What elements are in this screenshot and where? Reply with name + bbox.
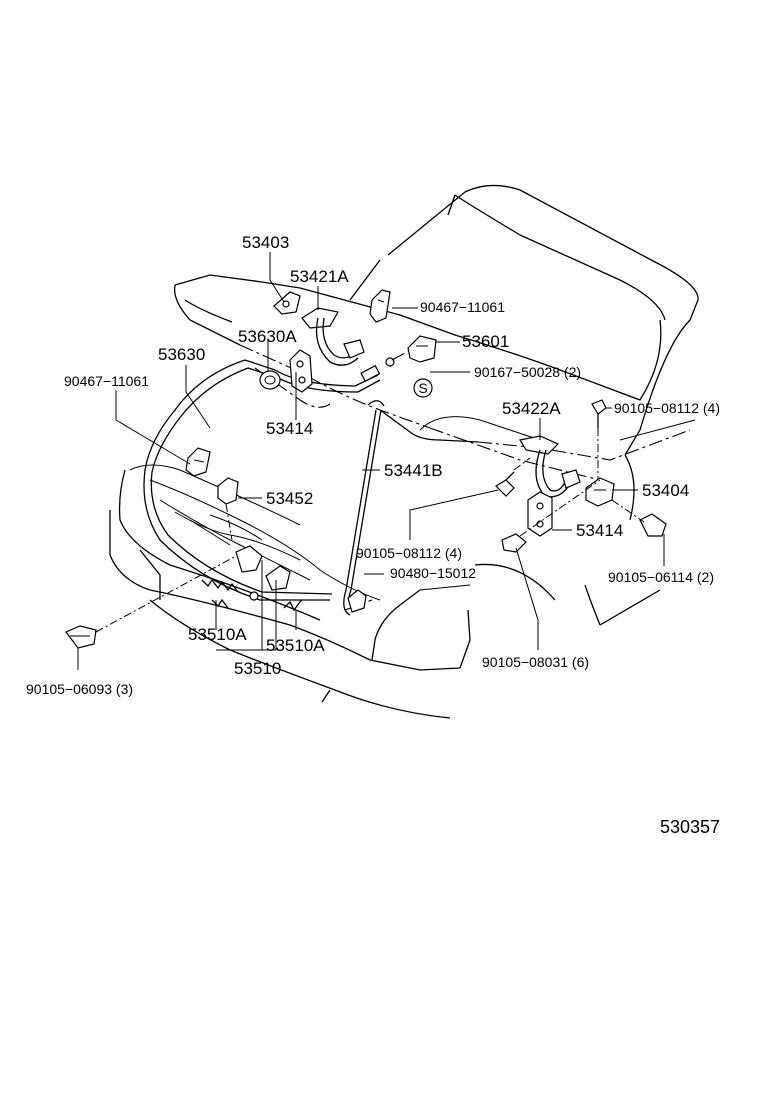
washer-mark: S [418,380,427,396]
label-53510A-left: 53510A [188,625,247,644]
label-90105-06093: 90105−06093 (3) [26,681,133,697]
diagram-reference-number: 530357 [660,817,720,837]
label-90467-11061-left: 90467−11061 [64,373,149,389]
bolt-90105-08112-top [591,399,607,428]
bolt-90105-06114 [639,513,667,537]
part-53422A-hood-hinge [519,435,581,498]
bolt-90105-08112-mid [495,471,515,497]
label-53630: 53630 [158,345,205,364]
part-53601-hood-cushion [407,335,437,363]
bolt-90105-06093 [65,625,97,649]
label-53510: 53510 [234,659,281,678]
label-90105-08112-mid: 90105−08112 (4) [356,545,462,561]
label-53404: 53404 [642,481,689,500]
part-90467-11061-clip-left [185,447,211,477]
part-53403-hood-lock [273,291,301,315]
label-53414-right: 53414 [576,521,623,540]
label-90167-50028: 90167−50028 (2) [474,364,581,380]
label-90480-15012: 90480−15012 [390,565,476,581]
label-90467-11061-top: 90467−11061 [420,299,505,315]
part-53404-bracket [585,477,615,507]
label-53414-left: 53414 [266,419,313,438]
part-90467-11061-clip-top [369,289,391,323]
label-53601: 53601 [462,332,509,351]
part-53414-hinge-left [289,349,313,393]
part-90480-15012-clip [347,589,367,613]
label-53403: 53403 [242,233,289,252]
label-90105-08112-top: 90105−08112 (4) [614,400,720,416]
part-labels: 53403 53421A 90467−11061 53630A 53630 53… [26,233,720,697]
label-53452: 53452 [266,489,313,508]
label-53510A-right: 53510A [266,636,325,655]
hood-support-rod [343,400,385,616]
label-53421A: 53421A [290,267,349,286]
part-53452-clamp [217,477,239,505]
part-53414-hinge-right [527,491,553,537]
bolt-90105-08031 [501,533,527,553]
part-90167-50028-washer: S [413,378,433,398]
label-53441B: 53441B [384,461,443,480]
leader-lines [77,252,665,670]
label-90105-08031: 90105−08031 (6) [482,654,589,670]
part-53421A-hood-hinge [301,307,365,366]
part-53510A-spring-right [283,599,303,612]
label-53630A: 53630A [238,327,297,346]
vehicle-body-outline [109,184,699,719]
label-90105-06114: 90105−06114 (2) [608,569,714,585]
hood-release-cable [143,344,421,601]
label-53422A: 53422A [502,399,561,418]
part-53510A-spring-left [201,578,239,609]
part-53630A-grommet [259,370,281,390]
part-53510-hood-latch [235,545,291,601]
